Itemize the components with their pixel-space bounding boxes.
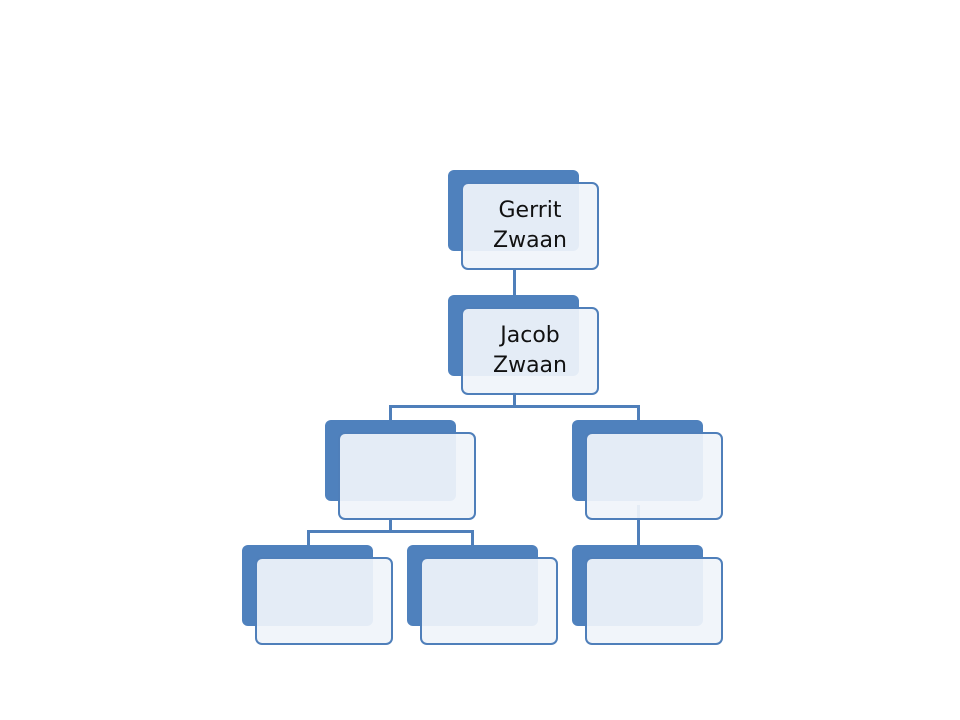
node-card (338, 432, 476, 520)
connector-child-right-grandchild-3 (637, 505, 640, 547)
connector-gerrit-jacob (513, 268, 516, 296)
org-node-child-left (325, 420, 481, 520)
connector-to-grandchild-1 (307, 530, 310, 547)
org-node-grandchild-2 (407, 545, 563, 645)
node-card: Jacob Zwaan (461, 307, 599, 395)
org-node-grandchild-3 (572, 545, 728, 645)
node-card (585, 432, 723, 520)
node-card (255, 557, 393, 645)
connector-jacob-down (513, 392, 516, 407)
node-card: Gerrit Zwaan (461, 182, 599, 270)
node-card (585, 557, 723, 645)
org-node-child-right (572, 420, 728, 520)
org-node-gerrit: Gerrit Zwaan (448, 170, 604, 270)
connector-child-left-horizontal (307, 530, 474, 533)
connector-to-grandchild-2 (471, 530, 474, 547)
node-label: Gerrit Zwaan (493, 198, 567, 253)
org-node-jacob: Jacob Zwaan (448, 295, 604, 395)
connector-jacob-horizontal (389, 405, 640, 408)
connector-child-left-down (389, 518, 392, 532)
node-card (420, 557, 558, 645)
node-label: Jacob Zwaan (493, 323, 567, 378)
connector-to-child-right (637, 405, 640, 422)
connector-to-child-left (389, 405, 392, 422)
org-node-grandchild-1 (242, 545, 398, 645)
